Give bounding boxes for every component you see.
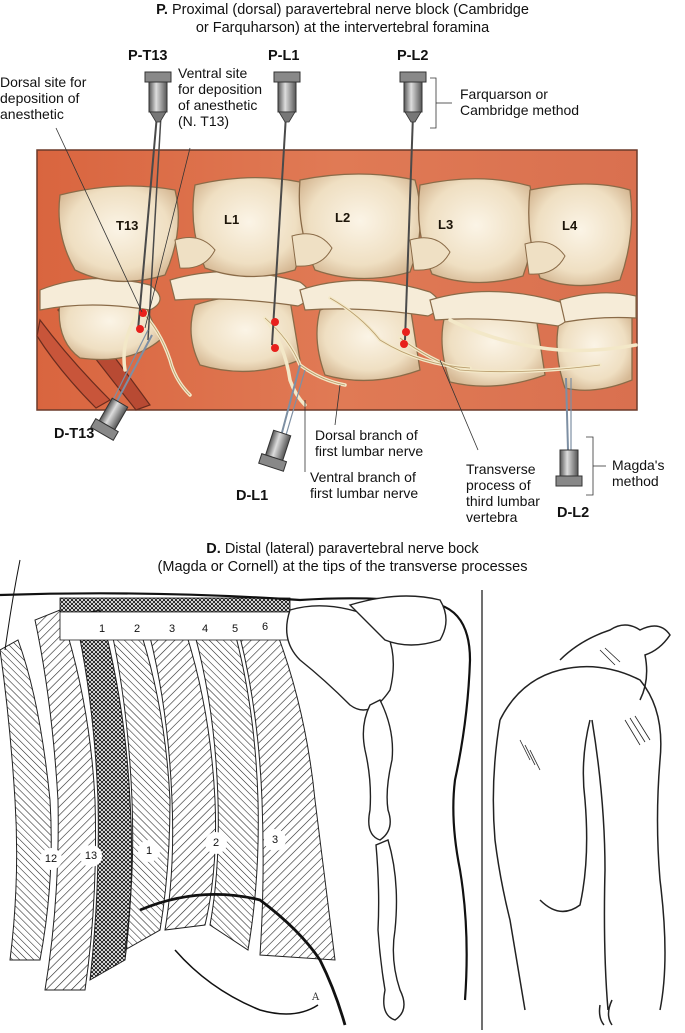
vertebra-label-l2: L2 (335, 210, 351, 225)
zone-number-13: 13 (80, 845, 102, 867)
panel-d-title-line2: (Magda or Cornell) at the tips of the tr… (157, 559, 528, 575)
needle-d-l2 (555, 377, 583, 487)
label-transverse-process: Transverse process of third lumbar verte… (466, 461, 540, 525)
label-farquarson-method: Farquarson or Cambridge method (460, 86, 580, 118)
needle-p-t13 (137, 71, 172, 341)
leader-lines (55, 77, 606, 496)
spine-number-4: 4 (196, 620, 214, 638)
label-ventral-site: Ventral site for deposition of anestheti… (178, 65, 263, 129)
dermatome-zones (0, 609, 336, 991)
panel-p-title: P. Proximal (dorsal) paravertebral nerve… (0, 1, 685, 19)
injection-sites (136, 309, 410, 352)
spine-number-3: 3 (163, 620, 181, 638)
label-p-t13: P-T13 (128, 48, 168, 64)
panel-p-letter: P. (156, 2, 168, 18)
label-p-l2: P-L2 (397, 48, 429, 64)
rear-view-cow-shading (519, 647, 651, 771)
label-p-l1: P-L1 (268, 48, 300, 64)
needle-p-l1 (271, 71, 301, 346)
artist-signature: A (311, 992, 320, 1003)
label-dorsal-site: Dorsal site for deposition of anesthetic (0, 74, 87, 122)
label-ventral-branch: Ventral branch of first lumbar nerve (310, 469, 419, 501)
zone-number-2: 2 (205, 832, 227, 854)
needle-d-t13 (90, 329, 153, 442)
spine-number-1: 1 (93, 620, 111, 638)
rear-view-cow (492, 624, 671, 1026)
panel-p-title-line1: Proximal (dorsal) paravertebral nerve bl… (171, 2, 529, 18)
label-magda-method: Magda's method (612, 457, 665, 489)
zone-number-12: 12 (40, 848, 62, 870)
spine-number-2: 2 (128, 620, 146, 638)
panel-p-title-line2: or Farquharson) at the intervertebral fo… (195, 20, 490, 36)
needle-d-l1 (258, 364, 306, 472)
pelvis-bones (286, 595, 447, 1021)
cow-back-outline (0, 592, 472, 1001)
label-d-l1: D-L1 (236, 488, 269, 504)
cow-belly-lower (174, 949, 319, 1015)
label-d-t13: D-T13 (54, 426, 95, 442)
spine-illustration (36, 71, 638, 496)
spine-number-6: 6 (256, 618, 274, 636)
label-dorsal-branch: Dorsal branch of first lumbar nerve (315, 427, 424, 459)
cow-belly-outline (139, 893, 347, 1026)
panel-d-title: D. Distal (lateral) paravertebral nerve … (0, 540, 685, 558)
vertebra-label-l1: L1 (224, 212, 240, 227)
vertebra-label-l4: L4 (562, 218, 578, 233)
label-d-l2: D-L2 (557, 505, 590, 521)
articular-processes (174, 233, 566, 275)
panel-d-title-line1: Distal (lateral) paravertebral nerve boc… (224, 541, 479, 557)
vertebra-label-t13: T13 (116, 218, 139, 233)
zone-number-3: 3 (264, 829, 286, 851)
vertebra-label-l3: L3 (438, 217, 454, 232)
panel-d-letter: D. (206, 541, 221, 557)
zone-number-1: 1 (138, 840, 160, 862)
needle-p-l2 (399, 71, 427, 341)
spine-number-5: 5 (226, 620, 244, 638)
